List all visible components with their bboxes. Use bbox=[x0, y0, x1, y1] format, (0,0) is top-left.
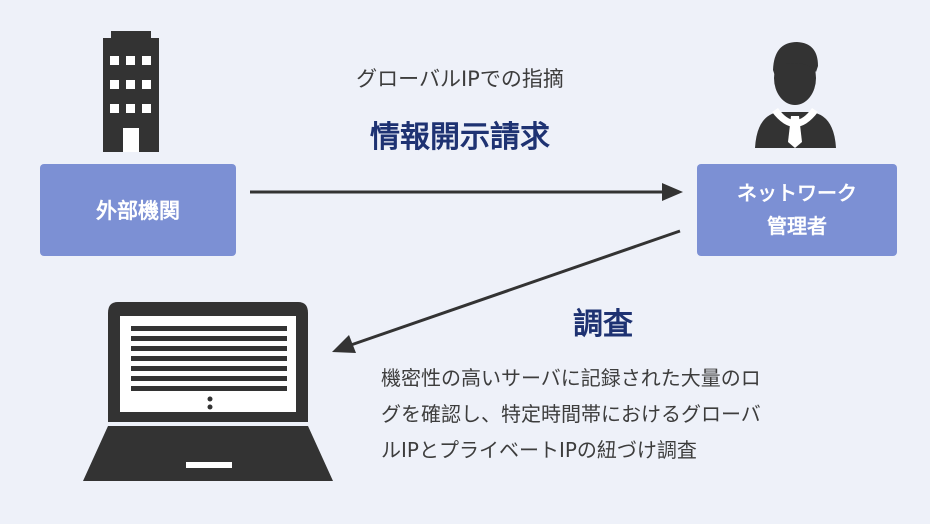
building-icon bbox=[103, 31, 159, 152]
external-org-label: 外部機関 bbox=[96, 199, 180, 223]
laptop-icon bbox=[83, 302, 333, 481]
person-icon bbox=[755, 42, 836, 148]
network-admin-label-line1: ネットワーク bbox=[737, 181, 857, 205]
request-arrow bbox=[250, 183, 683, 201]
investigation-title: 調査 bbox=[573, 307, 633, 342]
external-org-box: 外部機関 bbox=[40, 164, 236, 256]
investigation-description-line: ルIPとプライベートIPの紐づけ調査 bbox=[381, 438, 697, 462]
network-admin-box: ネットワーク 管理者 bbox=[697, 164, 897, 256]
request-title: 情報開示請求 bbox=[370, 120, 550, 155]
investigation-arrow bbox=[332, 229, 681, 353]
investigation-description: 機密性の高いサーバに記録された大量のロ グを確認し、特定時間帯におけるグローバ … bbox=[381, 360, 911, 468]
investigation-description-line: 機密性の高いサーバに記録された大量のロ bbox=[381, 366, 761, 390]
network-admin-label-line2: 管理者 bbox=[767, 214, 827, 238]
investigation-description-line: グを確認し、特定時間帯におけるグローバ bbox=[381, 402, 761, 426]
request-caption: グローバルIPでの指摘 bbox=[356, 67, 564, 91]
